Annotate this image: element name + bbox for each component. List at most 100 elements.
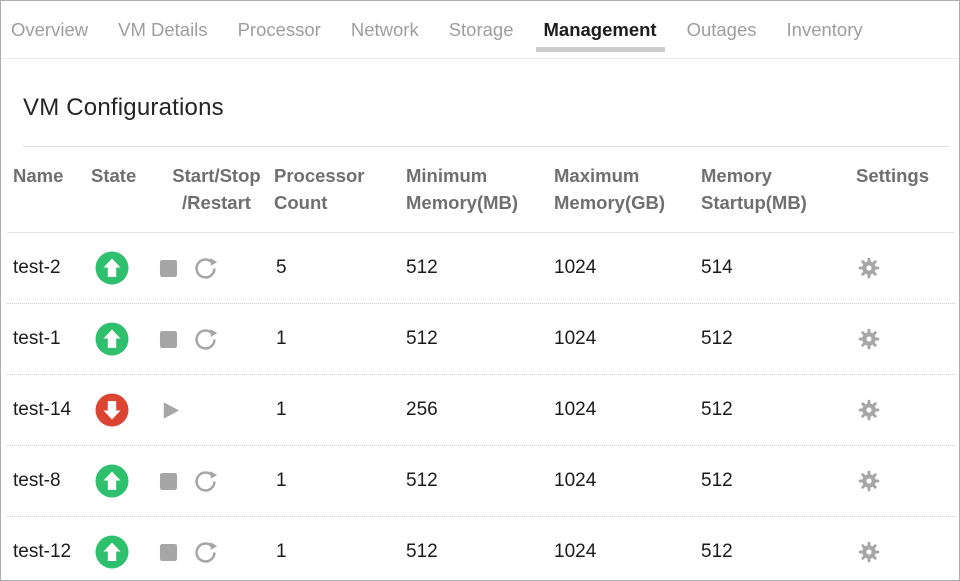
vm-actions (159, 399, 274, 422)
gear-icon (858, 257, 880, 279)
tab-label: Storage (448, 18, 514, 40)
stop-icon (159, 543, 178, 561)
vm-name: test-8 (7, 470, 91, 492)
vm-name-text: test-14 (13, 399, 72, 420)
column-header-label: State (91, 165, 137, 186)
column-header-actions: Start/Stop /Restart (159, 162, 274, 216)
vm-name: test-12 (7, 541, 91, 563)
tab-management[interactable]: Management (529, 1, 672, 58)
restart-button[interactable] (193, 256, 218, 281)
processor-count-value-text: 1 (276, 470, 287, 491)
max-memory-value: 1024 (554, 470, 701, 492)
tab-network[interactable]: Network (336, 1, 434, 58)
vm-state (91, 322, 159, 356)
page-title: VM Configurations (23, 94, 224, 121)
vm-state (91, 393, 159, 427)
column-header-state: State (91, 162, 159, 189)
gear-icon (858, 470, 880, 492)
min-memory-value: 512 (406, 257, 554, 279)
vm-name: test-2 (7, 257, 91, 279)
tab-vm-details[interactable]: VM Details (103, 1, 222, 58)
processor-count-value: 1 (274, 328, 406, 350)
vm-state (91, 251, 159, 285)
vm-name: test-14 (7, 399, 91, 421)
processor-count-value: 1 (274, 541, 406, 563)
min-memory-value: 512 (406, 541, 554, 563)
processor-count-value-text: 1 (276, 399, 287, 420)
memory-startup-value: 512 (701, 328, 856, 350)
memory-startup-value-text: 512 (701, 328, 733, 349)
column-header-label: Minimum Memory(MB) (406, 165, 519, 213)
settings-button[interactable] (858, 470, 880, 492)
state-up-icon (95, 322, 129, 356)
min-memory-value-text: 512 (406, 257, 438, 278)
vm-actions (159, 256, 274, 281)
min-memory-value: 512 (406, 328, 554, 350)
gear-icon (858, 399, 880, 421)
tab-label: VM Details (118, 18, 208, 40)
max-memory-value: 1024 (554, 257, 701, 279)
memory-startup-value-text: 512 (701, 399, 733, 420)
vm-actions (159, 327, 274, 352)
stop-button[interactable] (159, 330, 178, 349)
stop-button[interactable] (159, 472, 178, 491)
processor-count-value: 5 (274, 257, 406, 279)
processor-count-value-text: 1 (276, 541, 287, 562)
gear-icon (858, 541, 880, 563)
column-header-label: Memory Startup(MB) (701, 165, 807, 213)
max-memory-value: 1024 (554, 399, 701, 421)
restart-icon (195, 470, 218, 492)
column-header-label: Processor Count (274, 165, 365, 213)
tab-overview[interactable]: Overview (11, 1, 103, 58)
vm-actions (159, 469, 274, 494)
column-header-settings: Settings (856, 162, 955, 189)
settings-button[interactable] (858, 328, 880, 350)
restart-button[interactable] (193, 469, 218, 494)
restart-button[interactable] (193, 327, 218, 352)
min-memory-value: 256 (406, 399, 554, 421)
column-header-min-memory-mb: Minimum Memory(MB) (406, 162, 554, 216)
vm-settings (856, 257, 955, 279)
tab-label: Inventory (786, 18, 863, 40)
state-down-icon (95, 393, 129, 427)
section-header: VM Configurations (23, 59, 949, 147)
table-header-row: Name State Start/Stop /Restart Processor Co… (7, 147, 955, 233)
processor-count-value: 1 (274, 399, 406, 421)
restart-button[interactable] (193, 540, 218, 565)
tab-label: Network (350, 18, 419, 40)
tab-processor[interactable]: Processor (223, 1, 336, 58)
column-header-label: Name (13, 165, 64, 186)
memory-startup-value: 512 (701, 541, 856, 563)
gear-icon (858, 328, 880, 350)
max-memory-value-text: 1024 (554, 257, 597, 278)
memory-startup-value: 514 (701, 257, 856, 279)
vm-configurations-table: Name State Start/Stop /Restart Processor Co… (7, 147, 955, 580)
min-memory-value: 512 (406, 470, 554, 492)
start-icon (163, 401, 180, 419)
max-memory-value: 1024 (554, 541, 701, 563)
column-header-label: Start/Stop /Restart (172, 165, 261, 213)
min-memory-value-text: 256 (406, 399, 438, 420)
column-header-memory-startup-mb: Memory Startup(MB) (701, 162, 856, 216)
start-button[interactable] (159, 399, 182, 422)
settings-button[interactable] (858, 541, 880, 563)
state-up-icon (95, 535, 129, 569)
tab-label: Outages (686, 18, 757, 40)
memory-startup-value-text: 512 (701, 470, 733, 491)
tab-storage[interactable]: Storage (434, 1, 529, 58)
tab-outages[interactable]: Outages (672, 1, 772, 58)
stop-button[interactable] (159, 259, 178, 278)
settings-button[interactable] (858, 399, 880, 421)
vm-name-text: test-8 (13, 470, 61, 491)
stop-button[interactable] (159, 543, 178, 562)
tab-inventory[interactable]: Inventory (772, 1, 878, 58)
vm-name: test-1 (7, 328, 91, 350)
settings-button[interactable] (858, 257, 880, 279)
processor-count-value-text: 5 (276, 257, 287, 278)
min-memory-value-text: 512 (406, 470, 438, 491)
